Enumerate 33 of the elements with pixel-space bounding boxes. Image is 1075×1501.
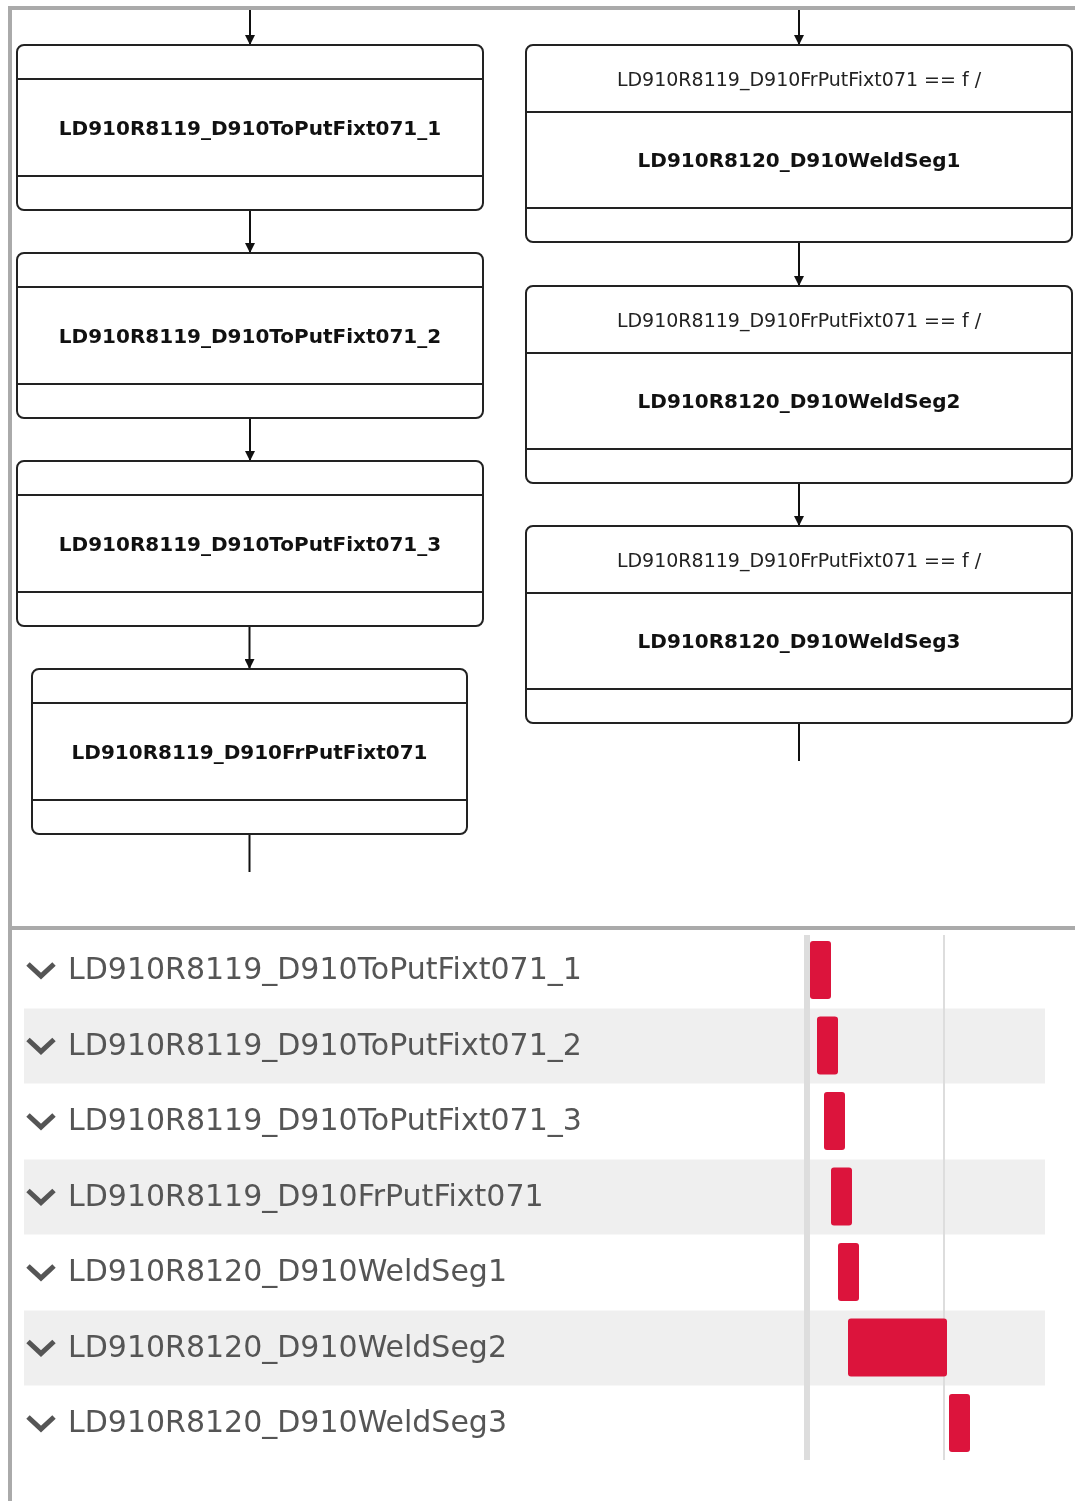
arrow [244,626,255,669]
step-box [16,44,484,211]
transition-condition: LD910R8119_D910FrPutFixt071 == f / [616,548,982,571]
step-box [525,44,1073,243]
arrow [245,210,255,253]
arrow [245,9,255,45]
row-label: LD910R8120_D910WeldSeg1 [68,1253,507,1288]
connector-line [798,723,800,762]
row-label: LD910R8119_D910ToPutFixt071_2 [68,1026,582,1062]
step-box [16,460,484,627]
step-box [525,285,1073,484]
connector-line [248,834,251,873]
transition-condition: LD910R8119_D910FrPutFixt071 == f / [616,67,982,90]
arrow [794,9,804,45]
step-name: LD910R8120_D910WeldSeg1 [637,148,961,172]
step-box [31,668,468,835]
step-box [525,525,1073,724]
step-name: LD910R8120_D910WeldSeg2 [637,389,961,413]
arrow [245,418,255,461]
row-label: LD910R8120_D910WeldSeg3 [68,1404,507,1439]
step-box [16,252,484,419]
row-label: LD910R8120_D910WeldSeg2 [68,1328,507,1364]
step-name: LD910R8119_D910ToPutFixt071_3 [58,531,442,556]
row-label: LD910R8119_D910ToPutFixt071_1 [68,951,582,986]
step-name: LD910R8119_D910ToPutFixt071_2 [58,323,442,348]
arrow [794,242,804,286]
arrow [794,483,804,526]
row-label: LD910R8119_D910ToPutFixt071_3 [68,1102,582,1137]
row-label: LD910R8119_D910FrPutFixt071 [68,1177,544,1213]
step-name: LD910R8119_D910FrPutFixt071 [71,739,428,764]
step-name: LD910R8120_D910WeldSeg3 [637,629,961,653]
transition-condition: LD910R8119_D910FrPutFixt071 == f / [616,308,982,331]
step-name: LD910R8119_D910ToPutFixt071_1 [58,115,442,140]
